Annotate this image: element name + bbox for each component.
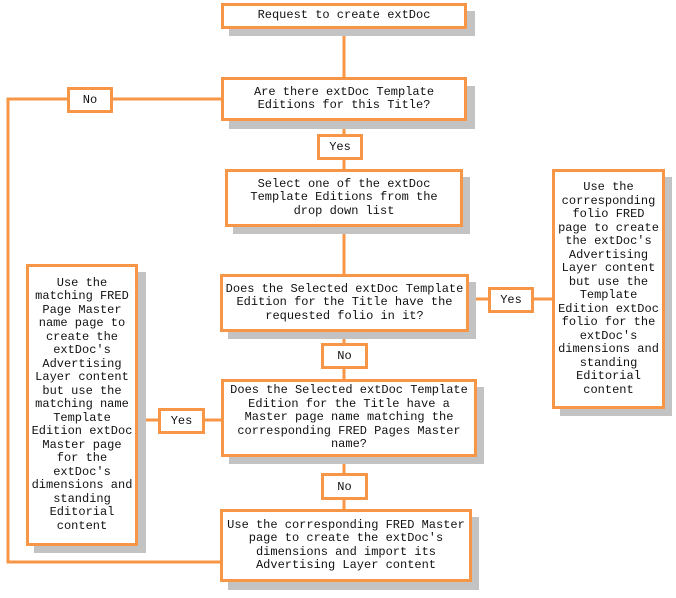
edge-label-folio-yes: Yes bbox=[488, 287, 534, 313]
edge-label-master-no: No bbox=[321, 473, 368, 500]
start-node: Request to create extDoc bbox=[221, 3, 467, 29]
question-folio-node: Does the Selected extDoc Template Editio… bbox=[220, 274, 469, 332]
question-master-node: Does the Selected extDoc Template Editio… bbox=[221, 379, 477, 457]
use-folio-page-node: Use the corresponding folio FRED page to… bbox=[552, 169, 665, 409]
edge-label-master-yes: Yes bbox=[158, 408, 205, 434]
use-fred-master-node: Use the corresponding FRED Master page t… bbox=[220, 509, 472, 582]
use-matching-master-node: Use the matching FRED Page Master name p… bbox=[26, 264, 138, 546]
editions-no-line bbox=[6, 97, 221, 564]
edge-label-editions-no: No bbox=[67, 87, 113, 113]
select-edition-node: Select one of the extDoc Template Editio… bbox=[225, 169, 463, 227]
edge-label-folio-no: No bbox=[321, 343, 368, 369]
edge-label-editions-yes: Yes bbox=[317, 134, 363, 160]
question-editions-node: Are there extDoc Template Editions for t… bbox=[221, 77, 467, 121]
